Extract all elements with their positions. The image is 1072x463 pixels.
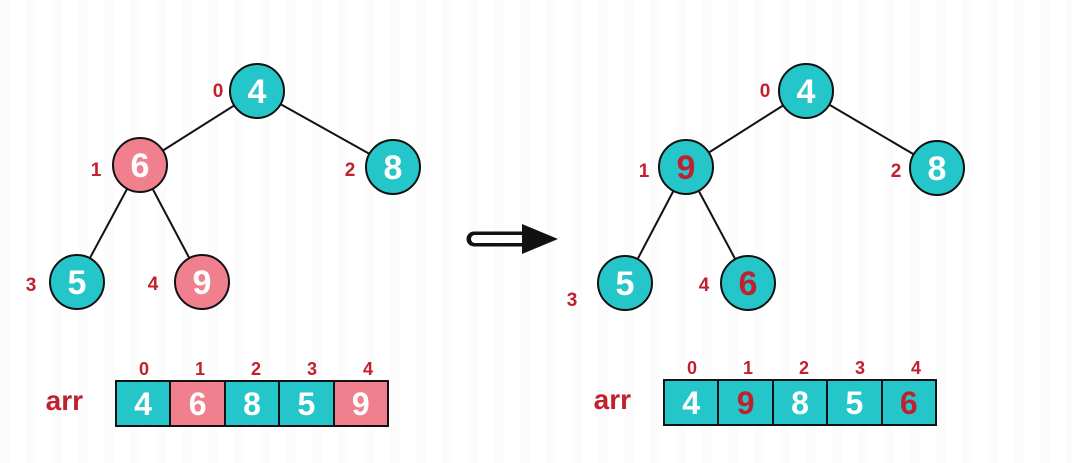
tree-node-value: 5: [68, 264, 87, 302]
tree-node-index-label: 1: [639, 161, 650, 182]
array-cell-value: 8: [243, 385, 261, 422]
array-cell-value: 6: [899, 384, 918, 421]
tree-node: [909, 140, 965, 196]
tree-node-index-label: 0: [213, 81, 224, 102]
tree-node-value: 9: [677, 149, 696, 187]
array-indices: 0 1 2 3 4: [664, 353, 944, 379]
array-index-label: 2: [798, 358, 809, 378]
array-cell-value: 8: [791, 384, 809, 421]
array-index-label: 4: [910, 358, 921, 378]
tree-node-value: 6: [131, 147, 150, 185]
array-index-label: 4: [362, 359, 373, 379]
tree-node: [658, 139, 714, 195]
swap-arrow-icon: [466, 224, 558, 254]
array-cell-value: 5: [297, 385, 316, 422]
tree-node-value: 4: [248, 73, 267, 111]
array-index-label: 0: [138, 359, 149, 379]
tree-node-value: 9: [193, 264, 212, 302]
tree-node-value: 8: [384, 149, 403, 187]
array-cell-value: 5: [845, 384, 864, 421]
array-cell-value: 4: [134, 385, 153, 422]
tree-node: [49, 254, 105, 310]
tree-node-value: 6: [739, 265, 758, 303]
array-cell-value: 9: [351, 385, 370, 422]
tree-node-value: 5: [616, 265, 635, 303]
array-index-label: 0: [686, 358, 697, 378]
array-cell: 6: [880, 381, 936, 424]
array-index-label: 3: [306, 359, 317, 379]
tree-node: [720, 255, 776, 311]
tree-node-value: 8: [928, 150, 947, 188]
array-label: arr: [45, 385, 83, 416]
tree-node-index-label: 4: [699, 275, 710, 296]
array-cell: 8: [771, 381, 827, 424]
tree-node: [174, 254, 230, 310]
array-label: arr: [593, 384, 631, 415]
array-index-label: 1: [742, 358, 753, 378]
array-index-label: 1: [194, 359, 205, 379]
tree-node: [778, 63, 834, 119]
array-cell-value: 4: [682, 384, 701, 421]
array-index-label: 3: [854, 358, 865, 378]
array-cell-value: 9: [736, 384, 755, 421]
tree-node-index-label: 1: [91, 160, 102, 181]
array-cell: 4: [117, 382, 170, 425]
tree-node-index-label: 3: [26, 275, 37, 296]
tree-node-index-label: 2: [891, 161, 902, 182]
array-index-label: 2: [250, 359, 261, 379]
tree-node: [229, 63, 285, 119]
tree-node-index-label: 0: [760, 81, 771, 102]
tree-node: [365, 139, 421, 195]
tree-node-value: 4: [797, 73, 816, 111]
array-indices: 0 1 2 3 4: [116, 354, 396, 380]
array-cell: 6: [169, 382, 224, 425]
array-cell: 5: [826, 381, 881, 424]
array-cell: 4: [665, 381, 718, 424]
array-cell: 8: [223, 382, 279, 425]
array-cell: 9: [332, 382, 388, 425]
tree-node: [597, 255, 653, 311]
tree-node-index-label: 2: [345, 160, 356, 181]
left-tree: 4 0 6 1 8 2 5 3 9 4: [26, 63, 421, 310]
tree-node: [112, 137, 168, 193]
array-cell: 5: [278, 382, 333, 425]
array-cell-value: 6: [188, 385, 207, 422]
array-cell: 9: [717, 381, 772, 424]
tree-node-index-label: 4: [148, 274, 159, 295]
tree-node-index-label: 3: [567, 290, 578, 311]
